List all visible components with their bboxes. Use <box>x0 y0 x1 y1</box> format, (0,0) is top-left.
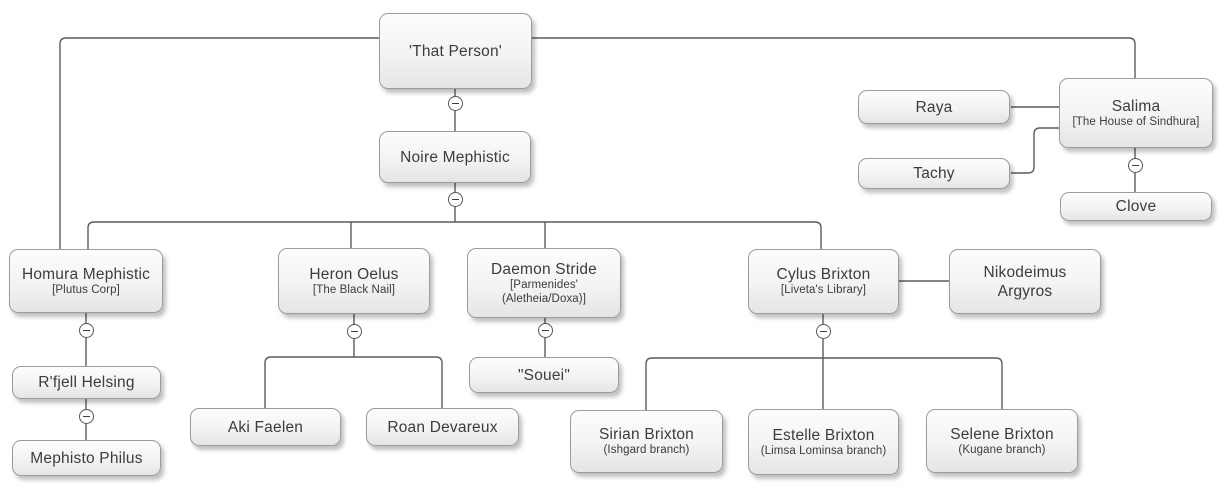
node-label: Heron Oelus <box>309 265 399 283</box>
tree-node-estelle-brixton[interactable]: Estelle Brixton(Limsa Lominsa branch) <box>748 409 899 475</box>
node-sublabel: (Aletheia/Doxa)] <box>501 292 587 305</box>
tree-node-aki-faelen[interactable]: Aki Faelen <box>190 408 341 446</box>
tree-node-clove[interactable]: Clove <box>1060 192 1212 221</box>
node-label: Tachy <box>913 165 955 182</box>
collapse-toggle-minus-icon[interactable] <box>346 323 362 339</box>
node-label: Mephisto Philus <box>30 449 143 467</box>
node-label: Roan Devareux <box>387 418 498 436</box>
collapse-toggle-minus-icon[interactable] <box>815 323 831 339</box>
tree-node-heron-oelus[interactable]: Heron Oelus[The Black Nail] <box>278 248 430 314</box>
node-label: Sirian Brixton <box>599 426 694 444</box>
connector <box>87 221 822 249</box>
connector <box>264 356 443 408</box>
tree-node-daemon-stride[interactable]: Daemon Stride[Parmenides'(Aletheia/Doxa)… <box>467 248 621 318</box>
node-label: Estelle Brixton <box>772 426 875 444</box>
minus-glyph <box>1131 164 1139 166</box>
node-sublabel: [The Black Nail] <box>312 283 396 296</box>
tree-node-roan-devareux[interactable]: Roan Devareux <box>366 408 519 446</box>
node-label: Daemon Stride <box>491 261 597 278</box>
tree-node-salima[interactable]: Salima[The House of Sindhura] <box>1059 78 1213 148</box>
tree-node-raya[interactable]: Raya <box>858 90 1010 124</box>
connector <box>59 37 379 249</box>
tree-node-tachy[interactable]: Tachy <box>858 158 1010 189</box>
tree-node-noire-mephistic[interactable]: Noire Mephistic <box>379 131 531 183</box>
node-sublabel: (Ishgard branch) <box>603 444 690 457</box>
tree-node-nikodeimus-argyros[interactable]: Nikodeimus Argyros <box>949 249 1101 314</box>
collapse-toggle-minus-icon[interactable] <box>78 408 94 424</box>
tree-node-mephisto-philus[interactable]: Mephisto Philus <box>12 440 161 476</box>
tree-node-that-person[interactable]: 'That Person' <box>379 13 532 89</box>
tree-node-homura-mephistic[interactable]: Homura Mephistic[Plutus Corp] <box>9 249 163 313</box>
tree-node-rfjell-helsing[interactable]: R'fjell Helsing <box>12 366 161 399</box>
collapse-toggle-minus-icon[interactable] <box>447 95 463 111</box>
connector <box>1011 127 1059 174</box>
node-label: Selene Brixton <box>950 425 1054 443</box>
collapse-toggle-minus-icon[interactable] <box>78 322 94 338</box>
node-sublabel: (Limsa Lominsa branch) <box>760 444 887 457</box>
node-label: Salima <box>1111 97 1161 115</box>
node-label: Aki Faelen <box>227 418 304 436</box>
tree-node-selene-brixton[interactable]: Selene Brixton(Kugane branch) <box>926 409 1078 473</box>
node-label: Homura Mephistic <box>21 265 151 283</box>
node-label: R'fjell Helsing <box>38 374 135 391</box>
node-sublabel: [Plutus Corp] <box>52 283 120 296</box>
minus-glyph <box>451 198 459 200</box>
connector <box>532 37 1136 78</box>
node-sublabel: [The House of Sindhura] <box>1072 115 1200 128</box>
node-label: Raya <box>915 98 953 116</box>
tree-node-cylus-brixton[interactable]: Cylus Brixton[Liveta's Library] <box>748 249 899 314</box>
connector <box>645 357 1003 410</box>
tree-node-sirian-brixton[interactable]: Sirian Brixton(Ishgard branch) <box>570 410 723 473</box>
tree-node-souei[interactable]: "Souei" <box>469 357 619 393</box>
node-label: Cylus Brixton <box>776 266 871 284</box>
collapse-toggle-minus-icon[interactable] <box>447 191 463 207</box>
node-sublabel: (Kugane branch) <box>958 443 1046 456</box>
node-sublabel: [Liveta's Library] <box>780 284 867 297</box>
node-label: Noire Mephistic <box>400 148 510 166</box>
minus-glyph <box>819 330 827 332</box>
node-label: "Souei" <box>517 366 571 384</box>
node-sublabel: [Parmenides' <box>510 279 578 291</box>
collapse-toggle-minus-icon[interactable] <box>1127 157 1143 173</box>
minus-glyph <box>82 329 90 331</box>
node-label: 'That Person' <box>409 42 502 60</box>
minus-glyph <box>350 330 358 332</box>
minus-glyph <box>541 329 549 331</box>
node-label: Clove <box>1115 198 1157 215</box>
minus-glyph <box>451 102 459 104</box>
node-label: Nikodeimus Argyros <box>983 263 1067 300</box>
minus-glyph <box>82 415 90 417</box>
collapse-toggle-minus-icon[interactable] <box>537 322 553 338</box>
